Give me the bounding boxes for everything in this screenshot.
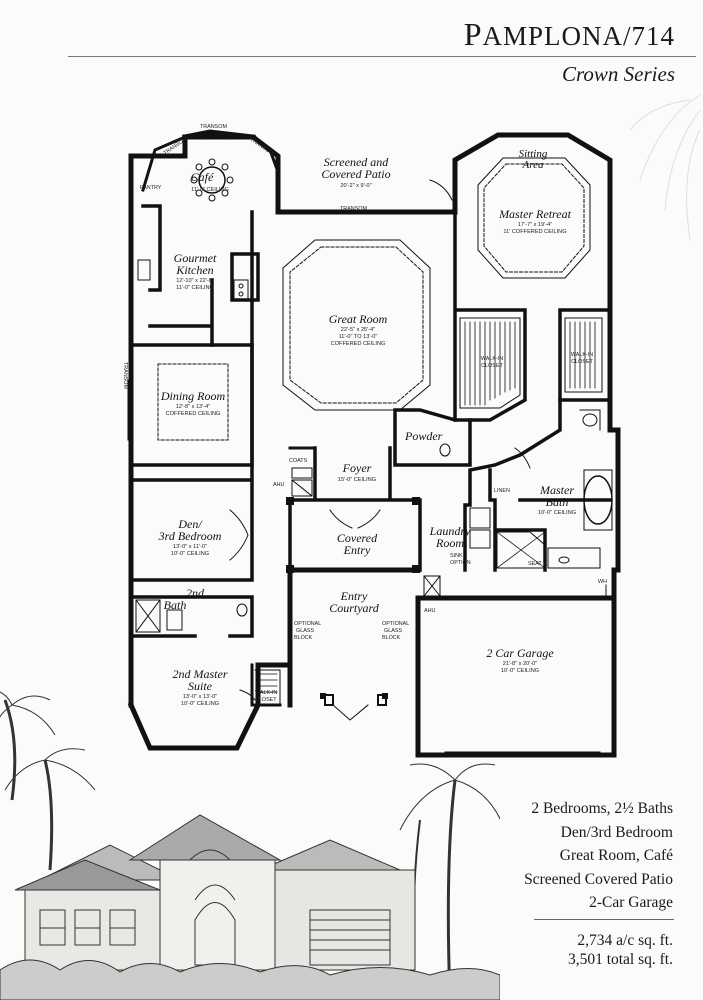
room-ceiling: 11'-0" CEILING bbox=[176, 285, 214, 291]
room-label: Den/ bbox=[177, 517, 203, 531]
room-label: Area bbox=[522, 159, 544, 171]
glass-block-label: OPTIONAL bbox=[382, 621, 409, 627]
closet-label: WALK-IN bbox=[481, 356, 503, 362]
room-label: Entry bbox=[340, 589, 368, 603]
room-ceiling: 15'-0" CEILING bbox=[338, 477, 376, 483]
room-label: Screened and bbox=[324, 155, 390, 169]
feature-item: Screened Covered Patio bbox=[524, 870, 673, 888]
room-label: Gourmet bbox=[174, 251, 217, 265]
glass-block-label: GLASS bbox=[384, 628, 402, 634]
room-label: AHU bbox=[273, 482, 284, 488]
feature-item: 2 Bedrooms, 2½ Baths bbox=[531, 800, 673, 817]
room-ceiling: 11'-0" TO 13'-0" bbox=[339, 334, 378, 340]
room-label: PANTRY bbox=[140, 185, 162, 191]
room-dims: 22'-5" x 25'-4" bbox=[341, 327, 375, 333]
room-label: Powder bbox=[404, 429, 443, 443]
room-label: Dining Room bbox=[160, 389, 226, 403]
room-ceiling: 11'-0" CEILING bbox=[191, 187, 229, 193]
room-dims: 12'-10" x 22'-8" bbox=[176, 278, 214, 284]
square-footage: 2,734 a/c sq. ft. 3,501 total sq. ft. bbox=[505, 931, 673, 969]
room-ceiling: COFFERED CEILING bbox=[331, 341, 386, 347]
room-label: Entry bbox=[343, 543, 371, 557]
room-ceiling: 10'-0" CEILING bbox=[171, 551, 209, 557]
feature-item: Den/3rd Bedroom bbox=[560, 823, 673, 841]
room-label: SEAT bbox=[528, 561, 542, 567]
room-label: Room bbox=[435, 536, 464, 550]
room-dims: 12'-8" x 13'-4" bbox=[176, 404, 210, 410]
room-ceiling: 10'-0" CEILING bbox=[538, 510, 576, 516]
closet-label: CLOSET bbox=[255, 697, 277, 703]
room-label: Covered Patio bbox=[321, 167, 390, 181]
transom-label: TRANSOM bbox=[249, 137, 275, 158]
room-label: LINEN bbox=[494, 488, 510, 494]
closet-label: CLOSET bbox=[481, 363, 503, 369]
room-label: COATS bbox=[289, 458, 308, 464]
room-ceiling: COFFERED CEILING bbox=[166, 411, 221, 417]
room-label: Bath bbox=[164, 598, 187, 612]
palm-decoration-icon bbox=[629, 94, 701, 241]
total-sqft: 3,501 total sq. ft. bbox=[567, 951, 673, 968]
room-label: Suite bbox=[188, 679, 213, 693]
glass-block-label: BLOCK bbox=[382, 635, 401, 641]
room-label: 3rd Bedroom bbox=[158, 529, 222, 543]
room-dims: 21'-8" x 20'-0" bbox=[503, 661, 537, 667]
room-dims: 20'-2" x 9'-0" bbox=[340, 183, 371, 189]
room-label: Covered bbox=[337, 531, 378, 545]
features-divider bbox=[534, 919, 674, 920]
room-label: OPTION bbox=[450, 560, 471, 566]
room-dims: 13'-0" x 11'-0" bbox=[173, 544, 207, 550]
room-label: 2 Car Garage bbox=[486, 646, 554, 660]
transom-label: TRANSOM bbox=[122, 362, 128, 389]
ac-sqft: 2,734 a/c sq. ft. bbox=[577, 932, 673, 949]
room-dims: 17'-7" x 19'-4" bbox=[518, 222, 552, 228]
transom-label: TRANSOM bbox=[200, 124, 227, 130]
feature-item: 2-Car Garage bbox=[589, 894, 673, 911]
floor-plan: TRANSOM TRANSOM TRANSOM TRANSOM TRANSOM … bbox=[122, 94, 701, 758]
room-label: Master Retreat bbox=[498, 207, 572, 221]
room-label: Bath bbox=[546, 495, 569, 509]
glass-block-label: BLOCK bbox=[294, 635, 313, 641]
room-label: 2nd bbox=[186, 586, 205, 600]
glass-block-label: GLASS bbox=[296, 628, 314, 634]
room-label: WH bbox=[598, 579, 607, 585]
series-name: Crown Series bbox=[562, 62, 675, 86]
closet-label: CLOSET bbox=[571, 359, 593, 365]
closet-label: WALK-IN bbox=[255, 690, 277, 696]
room-label: Kitchen bbox=[175, 263, 213, 277]
room-ceiling: 11' COFFERED CEILING bbox=[503, 229, 566, 235]
room-ceiling: 10'-0" CEILING bbox=[501, 668, 539, 674]
room-label: 2nd Master bbox=[173, 667, 228, 681]
room-label: Sitting bbox=[519, 148, 548, 160]
room-label: AHU bbox=[424, 608, 435, 614]
transom-label: TRANSOM bbox=[340, 206, 367, 212]
closet-label: WALK-IN bbox=[571, 352, 593, 358]
room-label: Café bbox=[191, 170, 214, 184]
feature-list: 2 Bedrooms, 2½ Baths Den/3rd Bedroom Gre… bbox=[505, 797, 673, 915]
glass-block-label: OPTIONAL bbox=[294, 621, 321, 627]
feature-item: Great Room, Café bbox=[559, 847, 673, 864]
room-label: Laundry bbox=[429, 524, 471, 538]
plan-title: PAMPLONA/714 bbox=[463, 16, 675, 52]
room-ceiling: 10'-0" CEILING bbox=[181, 701, 219, 707]
house-rendering-image bbox=[0, 691, 500, 1000]
title-divider bbox=[68, 56, 696, 57]
room-label: SINK bbox=[450, 553, 463, 559]
room-label: Courtyard bbox=[329, 601, 380, 615]
room-dims: 13'-0" x 13'-0" bbox=[183, 694, 217, 700]
room-label: Great Room bbox=[329, 312, 388, 326]
room-label: Foyer bbox=[342, 461, 372, 475]
room-label: Master bbox=[539, 483, 574, 497]
